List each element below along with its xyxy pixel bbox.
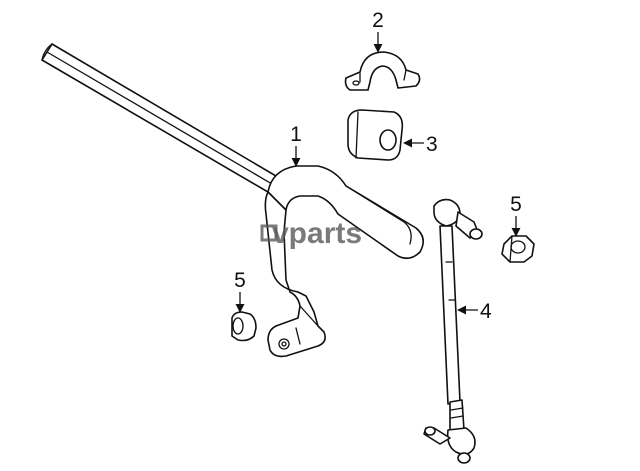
nut-left xyxy=(231,311,257,342)
bushing-bracket xyxy=(344,51,421,91)
watermark-text: vparts xyxy=(272,217,362,250)
callout-5-right: 5 xyxy=(510,193,522,216)
callout-4: 4 xyxy=(480,300,492,323)
callout-3: 3 xyxy=(426,133,438,156)
callout-2: 2 xyxy=(372,9,384,32)
leader-lines xyxy=(235,32,521,315)
watermark-logo: vparts xyxy=(260,217,362,250)
callout-5-left: 5 xyxy=(234,269,246,292)
stabilizer-bushing xyxy=(347,109,404,161)
stabilizer-link xyxy=(423,198,483,464)
nut-right xyxy=(501,235,535,263)
callout-numbers: 1 2 3 4 5 5 xyxy=(234,9,522,323)
callout-1: 1 xyxy=(290,123,302,146)
watermark-check-icon xyxy=(260,224,278,242)
stabilizer-bar xyxy=(41,43,424,358)
